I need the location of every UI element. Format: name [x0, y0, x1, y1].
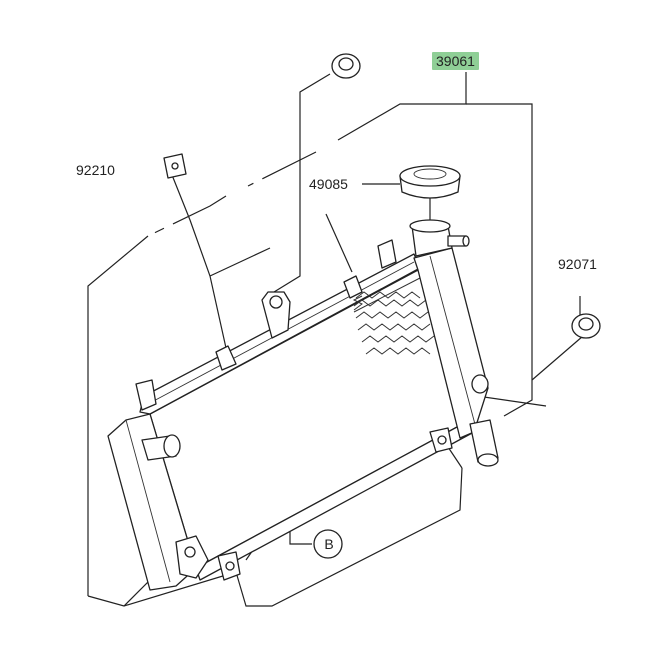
frame-left	[87, 235, 149, 596]
callout-letter-B: B	[324, 536, 334, 552]
part-label-92210: 92210	[76, 162, 115, 178]
left-outlet-pipe	[141, 434, 181, 461]
part-label-49085: 49085	[309, 176, 348, 192]
clip-nut-92210	[163, 153, 187, 179]
left-tank-edge	[125, 419, 171, 583]
part-label-92071: 92071	[558, 256, 597, 272]
right-outlet-pipe	[469, 419, 499, 467]
part-label-39061: 39061	[432, 52, 479, 70]
filler-neck	[409, 219, 470, 257]
radiator-fins	[352, 277, 435, 355]
callout-B-circle	[313, 529, 343, 559]
frame-top-dashed	[147, 151, 317, 237]
leader-92210-right	[325, 213, 353, 273]
leader-92210	[169, 169, 227, 349]
grommet-92071	[571, 313, 601, 339]
rail-clips	[135, 239, 397, 411]
radiator-cap	[399, 165, 461, 199]
leader-92071-seal	[531, 329, 591, 381]
leader-39061-left	[337, 72, 467, 141]
leader-92210-branch	[209, 247, 271, 277]
right-tank-boss	[471, 374, 489, 394]
leader-39061-right	[466, 103, 533, 360]
frame-right-low	[503, 360, 533, 417]
top-mount-bracket	[261, 291, 291, 339]
right-tank-edge	[429, 255, 477, 429]
frame-bottom	[235, 467, 463, 607]
radiator	[107, 219, 499, 591]
leader-top-grommet	[273, 73, 331, 293]
bottom-brackets	[175, 427, 453, 581]
top-grommet	[331, 53, 361, 79]
